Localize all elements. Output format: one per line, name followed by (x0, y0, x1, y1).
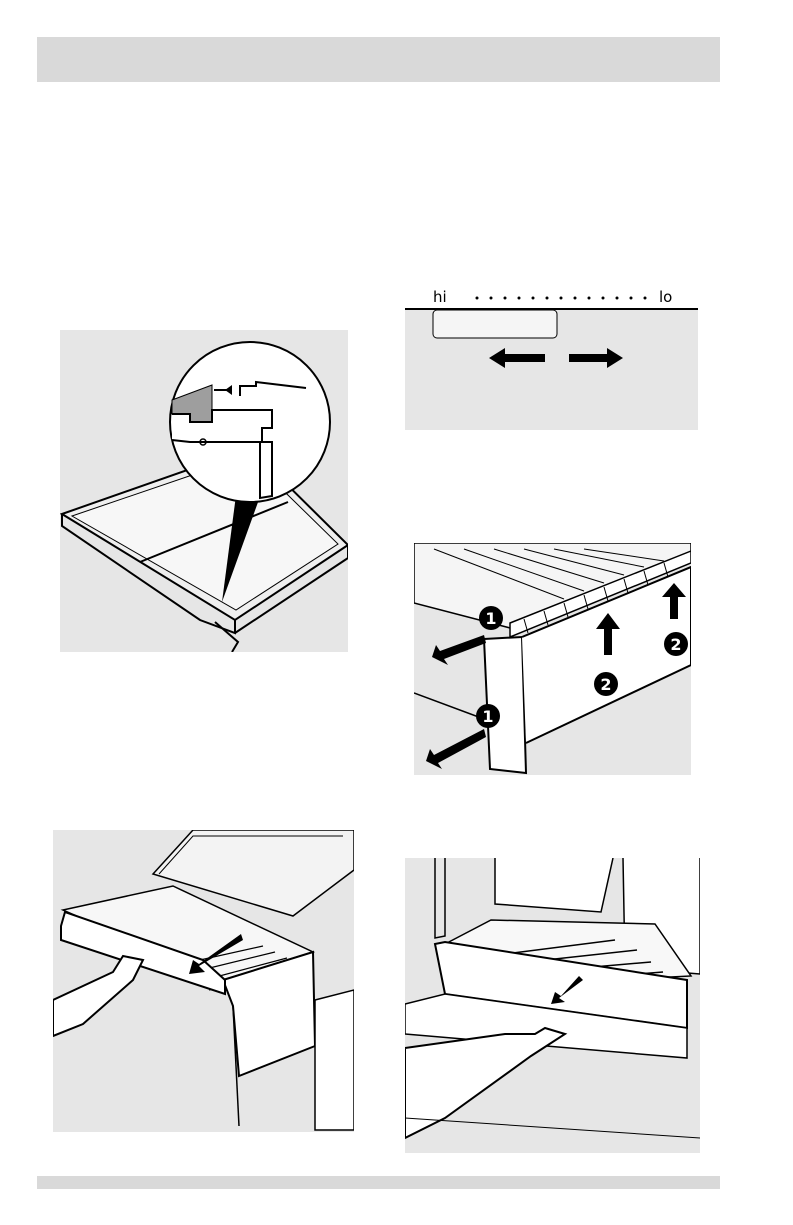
pantry-drawer-removal-illustration (405, 858, 700, 1153)
page-footer-bar (37, 1176, 720, 1189)
crisper-cover-removal-illustration: 1 1 2 2 (414, 543, 691, 775)
page-header-bar (37, 37, 720, 82)
slider-low-label: lo (659, 288, 672, 306)
crisper-drawer-removal-illustration (53, 830, 354, 1132)
slider-tick-dots (476, 297, 647, 300)
step-marker-2: 2 (664, 632, 688, 656)
svg-text:2: 2 (600, 675, 611, 694)
svg-text:1: 1 (482, 707, 493, 726)
svg-text:2: 2 (670, 635, 681, 654)
slider-high-label: hi (433, 288, 447, 306)
humidity-slider-illustration: hi lo (405, 288, 698, 430)
step-marker-2: 2 (594, 672, 618, 696)
shelf-hook-illustration (60, 330, 348, 652)
step-marker-1: 1 (476, 704, 500, 728)
svg-text:1: 1 (485, 609, 496, 628)
step-marker-1: 1 (479, 606, 503, 630)
